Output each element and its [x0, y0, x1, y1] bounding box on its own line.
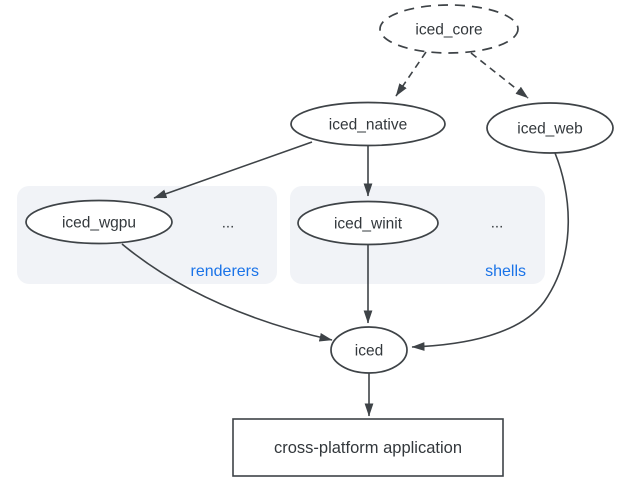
iced-label: iced: [355, 343, 383, 360]
iced-wgpu-ellipse: [25, 199, 173, 245]
shells-ellipsis: ...: [491, 215, 504, 232]
iced-ellipse: [330, 326, 408, 374]
iced-native-ellipse: [290, 101, 446, 147]
node-application: cross-platform application: [232, 418, 504, 477]
iced-winit-ellipse: [297, 200, 439, 246]
iced-web-ellipse: [486, 102, 614, 154]
edge-web-to-iced: [411, 152, 569, 351]
node-iced-winit: iced_winit: [297, 200, 439, 246]
edge-core-to-web: [470, 52, 529, 99]
iced-wgpu-label: iced_wgpu: [62, 215, 136, 232]
edge-native-to-wgpu: [153, 141, 313, 199]
iced-core-ellipse: [379, 4, 519, 54]
node-iced-native: iced_native: [290, 101, 446, 147]
iced-core-label: iced_core: [415, 22, 482, 39]
iced-native-label: iced_native: [329, 117, 407, 134]
application-box: [232, 418, 504, 477]
shells-group-label: shells: [485, 263, 526, 280]
renderers-group-label: renderers: [191, 263, 259, 280]
node-iced-wgpu: iced_wgpu: [25, 199, 173, 245]
node-iced: iced: [330, 326, 408, 374]
edge-core-to-native: [395, 51, 427, 97]
renderers-ellipsis: ...: [222, 215, 235, 232]
application-label: cross-platform application: [274, 439, 462, 457]
edge-wgpu-to-iced: [121, 243, 333, 342]
iced-winit-label: iced_winit: [334, 216, 403, 233]
iced-web-label: iced_web: [517, 121, 583, 138]
node-iced-web: iced_web: [486, 102, 614, 154]
node-iced-core: iced_core: [379, 4, 519, 54]
